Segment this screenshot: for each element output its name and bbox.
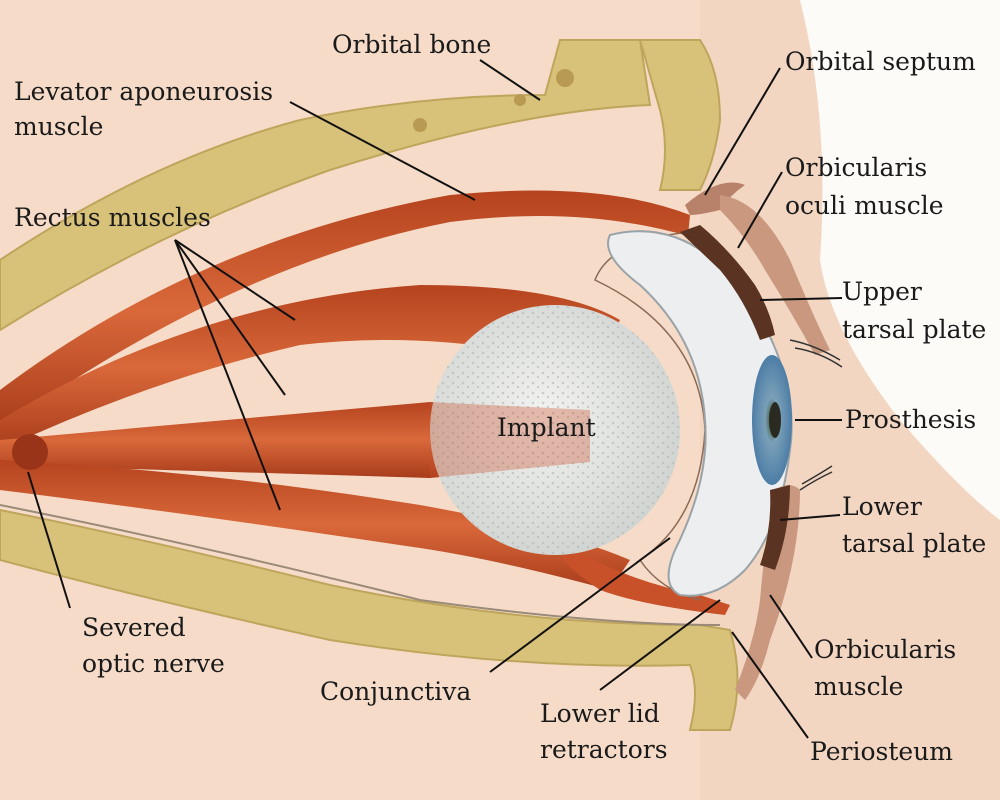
label-conjunctiva: Conjunctiva bbox=[320, 677, 471, 706]
lower-lashes bbox=[799, 465, 833, 491]
leader-orbicularis-oculi bbox=[737, 171, 783, 249]
upper-tarsal-plate bbox=[680, 225, 775, 340]
label-orbicularis-muscle-line1: Orbicularis bbox=[814, 635, 956, 664]
label-lower-tarsal-line1: Lower bbox=[842, 492, 922, 521]
bone-spot bbox=[413, 118, 427, 132]
label-prosthesis: Prosthesis bbox=[845, 405, 976, 434]
label-optic-nerve-line2: optic nerve bbox=[82, 649, 225, 678]
white-outside bbox=[800, 0, 1000, 520]
leader-rectus-2 bbox=[174, 239, 286, 396]
label-implant: Implant bbox=[497, 413, 596, 442]
upper-lashes bbox=[789, 339, 843, 368]
label-upper-tarsal-line2: tarsal plate bbox=[842, 315, 986, 344]
lower-tarsal-plate bbox=[760, 485, 790, 570]
levator-muscle bbox=[0, 190, 690, 430]
leader-lower-tarsal bbox=[779, 514, 841, 521]
leader-upper-tarsal bbox=[759, 297, 843, 301]
leader-lower-lid-retractors bbox=[599, 599, 721, 691]
leader-orbital-bone bbox=[479, 59, 541, 101]
label-lower-tarsal-line2: tarsal plate bbox=[842, 529, 986, 558]
label-levator-line1: Levator aponeurosis bbox=[14, 77, 273, 106]
leader-levator bbox=[289, 101, 476, 201]
label-orbital-bone: Orbital bone bbox=[332, 30, 491, 59]
rectus-muscle-upper bbox=[0, 285, 620, 450]
label-rectus: Rectus muscles bbox=[14, 203, 211, 232]
rectus-muscle-lower bbox=[0, 460, 630, 590]
label-orbicularis-oculi-line1: Orbicularis bbox=[785, 153, 927, 182]
leader-orbital-septum bbox=[704, 67, 781, 196]
leader-rectus-3 bbox=[174, 239, 281, 511]
label-periosteum: Periosteum bbox=[810, 737, 953, 766]
orbital-septum bbox=[685, 182, 745, 215]
bone-spot bbox=[556, 69, 574, 87]
label-orbicularis-oculi-line2: oculi muscle bbox=[785, 191, 944, 220]
orbital-bone-upper bbox=[0, 39, 652, 332]
leader-periosteum bbox=[731, 631, 809, 739]
label-lower-lid-line1: Lower lid bbox=[540, 699, 660, 728]
label-lower-lid-line2: retractors bbox=[540, 735, 668, 764]
pupil bbox=[769, 402, 781, 438]
leader-orbicularis-muscle bbox=[769, 594, 813, 659]
orbital-bone-lower bbox=[0, 508, 739, 731]
label-orbicularis-muscle-line2: muscle bbox=[814, 672, 903, 701]
label-optic-nerve-line1: Severed bbox=[82, 613, 186, 642]
upper-eyelid bbox=[720, 195, 830, 355]
leader-conjunctiva bbox=[489, 537, 671, 673]
periosteum-line bbox=[0, 504, 721, 626]
optic-nerve-stump bbox=[12, 434, 48, 470]
bone-spot bbox=[514, 94, 526, 106]
muscle-overlap bbox=[430, 402, 590, 478]
orbital-bone-rim bbox=[638, 39, 722, 191]
label-levator-line2: muscle bbox=[14, 112, 103, 141]
leader-rectus-1 bbox=[174, 239, 296, 321]
leader-optic-nerve bbox=[27, 471, 71, 609]
label-upper-tarsal-line1: Upper bbox=[842, 277, 922, 306]
label-orbital-septum: Orbital septum bbox=[785, 47, 976, 76]
implant-texture bbox=[430, 305, 680, 555]
